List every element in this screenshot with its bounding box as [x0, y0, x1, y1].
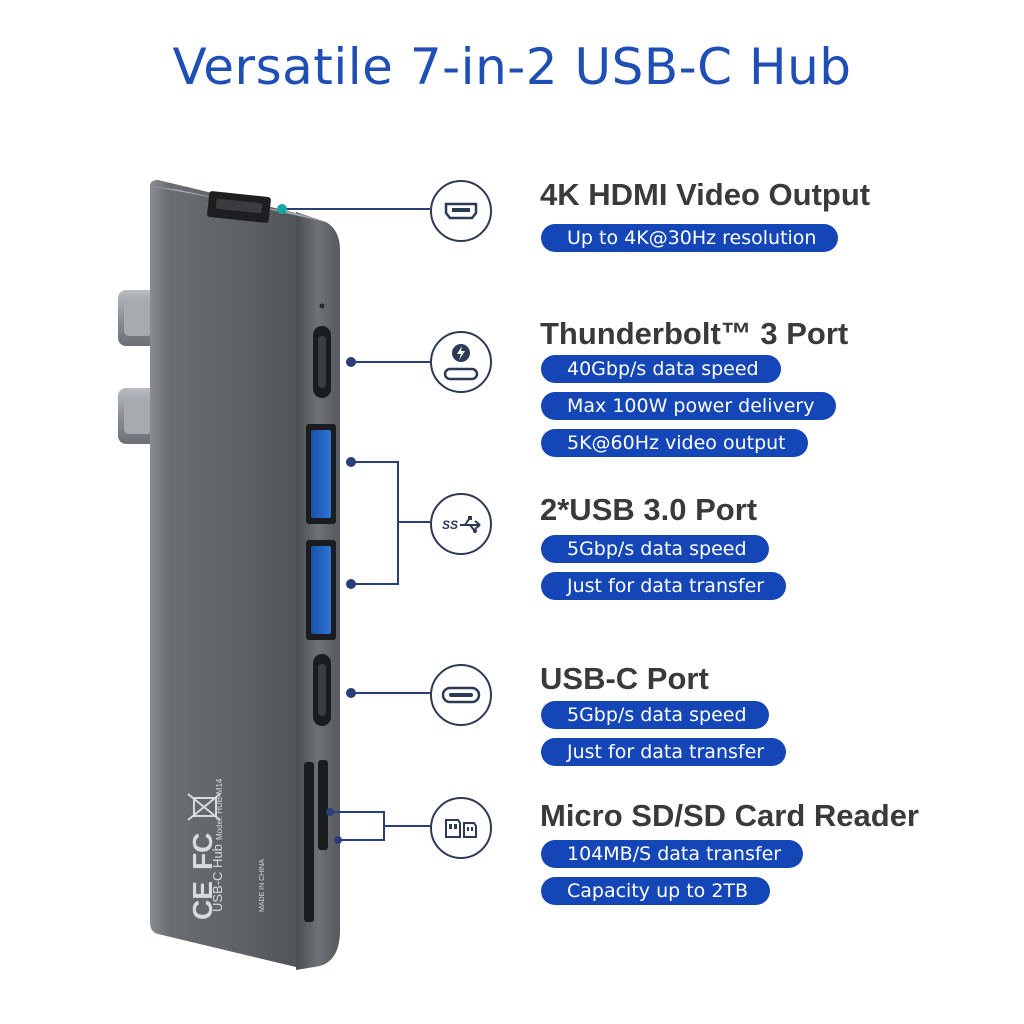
ce-mark: CE	[187, 881, 218, 920]
device-label-line2: Model: HUB-M14	[215, 778, 224, 840]
usb3-bracket	[351, 461, 399, 585]
sd-slot	[304, 762, 314, 922]
usb3-spec-2: Just for data transfer	[541, 572, 787, 600]
thunderbolt-feature-title: Thunderbolt™ 3 Port	[540, 316, 849, 351]
hdmi-feature-title: 4K HDMI Video Output	[540, 177, 871, 212]
thunderbolt-icon	[430, 331, 492, 393]
sd-card-icon	[430, 797, 492, 859]
usb-c-spec-1: 5Gbp/s data speed	[541, 701, 769, 729]
usb-c-connector-dot	[346, 688, 356, 698]
connector-dots	[277, 204, 356, 844]
connector-lines	[282, 208, 430, 841]
sd-spec-1: 104MB/S data transfer	[541, 840, 804, 868]
usb3-bottom-connector-dot	[346, 579, 356, 589]
hdmi-icon	[430, 180, 492, 242]
regulatory-marks: CE FC	[187, 793, 221, 920]
hdmi-spec-1: Up to 4K@30Hz resolution	[541, 224, 839, 252]
hdmi-connector-dot	[277, 204, 287, 214]
usb-c-spec-2: Just for data transfer	[541, 738, 787, 766]
fc-mark: FC	[187, 833, 218, 870]
weee-bin-icon	[187, 793, 221, 821]
device-label-line3: MADE IN CHINA	[259, 859, 266, 912]
usb-ss-icon: SS	[430, 493, 492, 555]
microsd-connector-dot	[326, 808, 334, 816]
sd-connector-dot	[334, 836, 342, 844]
hub-body	[150, 180, 310, 969]
usb-c-plug-bottom	[118, 388, 158, 444]
sd-feature-title: Micro SD/SD Card Reader	[540, 798, 919, 833]
page-title: Versatile 7-in-2 USB-C Hub	[172, 38, 852, 96]
thunderbolt-connector-dot	[346, 357, 356, 367]
device-label-line1: USB-C Hub	[210, 844, 225, 912]
usb3-top-connector-dot	[346, 457, 356, 467]
thunderbolt-spec-3: 5K@60Hz video output	[541, 429, 808, 457]
thunderbolt-spec-1: 40Gbp/s data speed	[541, 355, 781, 383]
usb3-spec-1: 5Gbp/s data speed	[541, 535, 769, 563]
usb-c-icon	[430, 664, 492, 726]
svg-text:SS: SS	[442, 518, 458, 532]
micro-sd-slot	[318, 760, 328, 850]
sd-spec-2: Capacity up to 2TB	[541, 877, 771, 905]
usb-c-feature-title: USB-C Port	[540, 661, 709, 696]
usb3-feature-title: 2*USB 3.0 Port	[540, 492, 758, 527]
usb-c-plug-top	[118, 290, 158, 346]
thunderbolt-spec-2: Max 100W power delivery	[541, 392, 837, 420]
